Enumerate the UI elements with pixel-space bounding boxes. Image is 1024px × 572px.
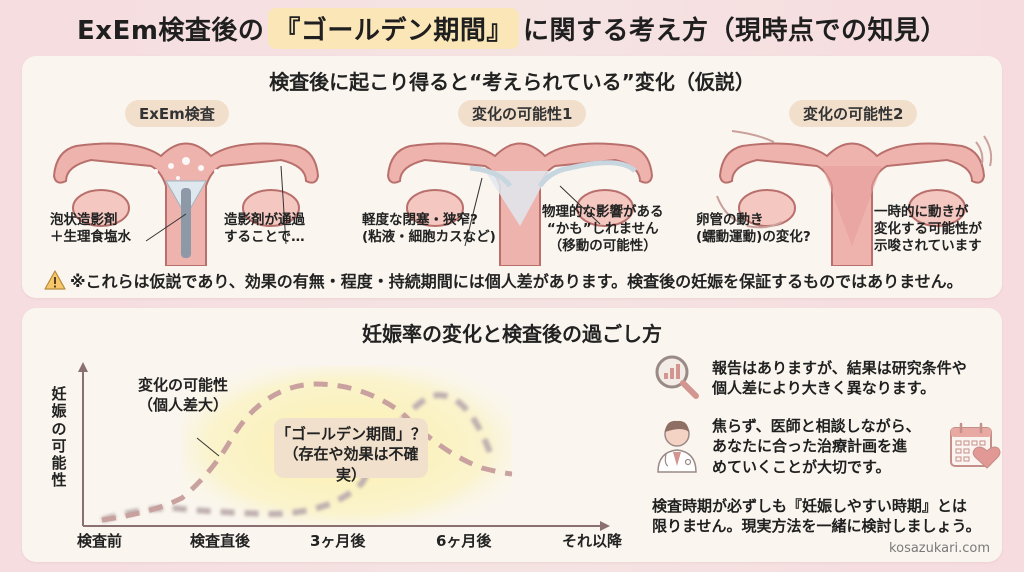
label-contrast-passing: 造影剤が通過することで…: [224, 212, 305, 245]
title-highlight: 『ゴールデン期間』: [268, 7, 519, 49]
x-tick-4: それ以降: [562, 532, 623, 550]
title-prefix: ExEm検査後の: [77, 15, 265, 46]
y-axis-label: 妊娠の可能性: [51, 385, 67, 490]
pill-possibility-2: 変化の可能性2: [789, 100, 918, 127]
pregnancy-rate-chart: [78, 362, 610, 531]
x-tick-1: 検査直後: [190, 532, 251, 550]
magnifier-chart-icon: [655, 355, 699, 399]
label-mild-blockage: 軽度な閉塞・狭窄?(粘液・細胞カスなど): [362, 212, 496, 245]
pill-possibility-1: 変化の可能性1: [458, 100, 587, 127]
uterus-possibility1-illustration: [386, 142, 654, 266]
uterus-possibility2-illustration: [716, 130, 993, 266]
title-suffix: に関する考え方（現時点での知見）: [522, 15, 947, 46]
uterus-exem-illustration: [52, 142, 320, 266]
x-tick-2: 3ヶ月後: [310, 532, 366, 550]
golden-period-note: 「ゴールデン期間」？（存在や効果は不確実）: [274, 418, 428, 484]
label-foam-contrast: 泡状造影剤＋生理食塩水: [50, 212, 131, 245]
calendar-heart-icon: [950, 422, 1001, 469]
site-credit: kosazukari.com: [889, 541, 990, 556]
label-temporary-change: 一時的に動きが変化する可能性が示唆されています: [874, 204, 982, 254]
alternate-curve: [101, 392, 495, 523]
pill-exem: ExEm検査: [125, 100, 229, 127]
doctor-icon: [657, 420, 697, 473]
x-tick-0: 検査前: [77, 532, 123, 550]
pregnancy-rate-panel: 妊娠率の変化と検査後の過ごし方 妊娠の可能性 変化の可能性（個人差大） 「ゴール…: [22, 308, 1002, 562]
disclaimer: ※これらは仮説であり、効果の有無・程度・持続期間には個人差があります。検査後の妊…: [44, 268, 963, 292]
warning-triangle-icon: [44, 270, 66, 290]
label-tube-motion: 卵管の動き(蠕動運動)の変化?: [696, 212, 811, 245]
possibility-note: 変化の可能性（個人差大）: [138, 376, 229, 414]
hypothesis-panel: 検査後に起こり得ると“考えられている”変化（仮説） ExEm検査 泡状造影剤＋生…: [22, 56, 1002, 298]
hypothesis-heading: 検査後に起こり得ると“考えられている”変化（仮説）: [269, 70, 755, 94]
possibility-curve: [101, 381, 513, 523]
x-tick-3: 6ヶ月後: [436, 532, 492, 550]
label-physical-effect: 物理的な影響がある“かも”しれません（移動の可能性）: [542, 204, 664, 254]
info-report: 報告はありますが、結果は研究条件や個人差により大きく異なります。: [712, 359, 967, 398]
page-title: ExEm検査後の 『ゴールデン期間』 に関する考え方（現時点での知見）: [0, 6, 1024, 50]
info-consult: 焦らず、医師と相談しながら、あなたに合った治療計画を進めていくことが大切です。: [712, 417, 921, 476]
footer-note: 検査時期が必ずしも『妊娠しやすい時期』とは限りません。現実方法を一緒に検討しまし…: [652, 497, 981, 536]
disclaimer-text: ※これらは仮説であり、効果の有無・程度・持続期間には個人差があります。検査後の妊…: [70, 272, 963, 291]
pregnancy-rate-heading: 妊娠率の変化と検査後の過ごし方: [362, 322, 662, 346]
